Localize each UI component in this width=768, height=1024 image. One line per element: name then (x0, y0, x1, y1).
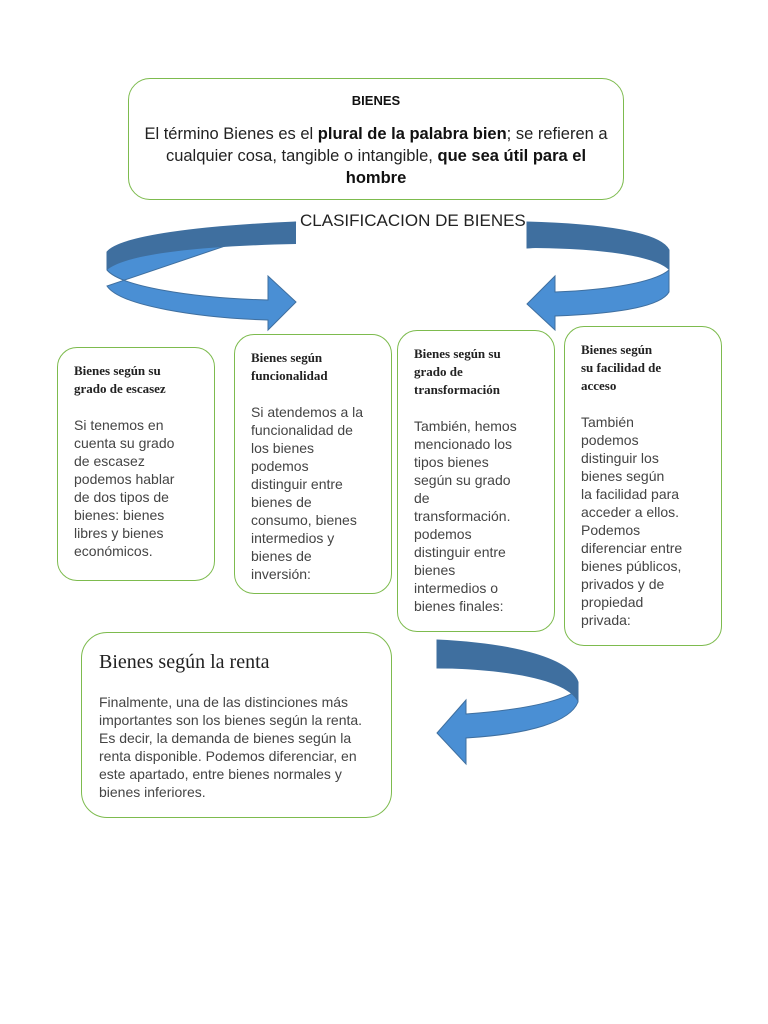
definition-box: BIENES El término Bienes es el plural de… (128, 78, 624, 200)
box-renta: Bienes según la renta Finalmente, una de… (81, 632, 392, 818)
box-transformacion-body: También, hemos mencionado los tipos bien… (414, 418, 517, 614)
box-acceso-body: También podemos distinguir los bienes se… (581, 414, 683, 628)
definition-part-1: El término Bienes es el (144, 125, 318, 143)
box-renta-body: Finalmente, una de las distinciones más … (99, 694, 363, 800)
definition-title: BIENES (351, 93, 401, 108)
box-escasez-title: Bienes según su grado de escasez (74, 363, 166, 396)
box-funcionalidad: Bienes según funcionalidad Si atendemos … (234, 334, 392, 594)
box-funcionalidad-body: Si atendemos a la funcionalidad de los b… (251, 404, 364, 582)
definition-bold-1: plural de la palabra bien (317, 125, 507, 143)
definition-bold-2: que sea útil para el hombre (345, 147, 587, 187)
box-escasez-body: Si tenemos en cuenta su grado de escasez… (74, 417, 175, 559)
definition-part-2: ; se refieren a cualquier cosa, tangible… (165, 125, 608, 165)
box-acceso-title: Bienes según su facilidad de acceso (581, 342, 662, 393)
box-acceso: Bienes según su facilidad de acceso Tamb… (564, 326, 722, 646)
box-funcionalidad-title: Bienes según funcionalidad (251, 350, 328, 383)
classification-title: CLASIFICACION DE BIENES (300, 211, 526, 230)
box-transformacion-title: Bienes según su grado de transformación (414, 346, 501, 397)
box-renta-title: Bienes según la renta (99, 651, 270, 673)
box-transformacion: Bienes según su grado de transformación … (397, 330, 555, 632)
box-escasez: Bienes según su grado de escasez Si tene… (57, 347, 215, 581)
definition-text: El término Bienes es el plural de la pal… (139, 123, 613, 189)
